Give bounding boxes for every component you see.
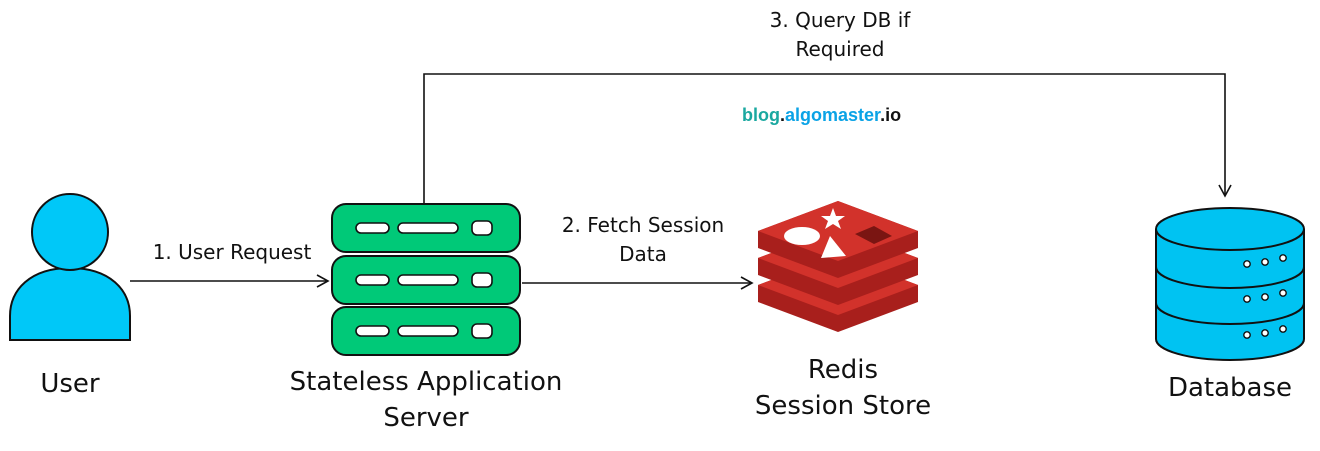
app-server-label-line1: Stateless Application [289, 367, 563, 397]
redis-label-line1: Redis [807, 355, 879, 385]
database-label: Database [1167, 373, 1293, 403]
user-label: User [40, 369, 100, 399]
fetch-session-label-line2: Data [619, 242, 667, 266]
fetch-session-label: 2. Fetch Session Data [528, 211, 758, 269]
app-server-label: Stateless Application Server [256, 364, 596, 436]
redis-label: Redis Session Store [728, 352, 958, 424]
server-icon [331, 203, 521, 356]
user-icon [9, 193, 131, 341]
watermark-part3: io [885, 105, 902, 125]
query-db-label: 3. Query DB if Required [720, 6, 960, 64]
query-db-label-line2: Required [795, 37, 885, 61]
redis-icon [758, 201, 918, 332]
database-icon [1155, 207, 1305, 361]
watermark-dot1: . [780, 105, 786, 125]
query-db-arrow [423, 73, 1232, 203]
watermark-part2: algomaster [785, 105, 881, 125]
query-db-label-line1: 3. Query DB if [769, 8, 911, 32]
user-request-label: 1. User Request [152, 240, 312, 264]
watermark-part1: blog [742, 105, 780, 125]
fetch-session-label-line1: 2. Fetch Session [561, 213, 725, 237]
watermark-dot2: . [880, 105, 886, 125]
app-server-label-line2: Server [383, 403, 469, 433]
redis-label-line2: Session Store [754, 391, 932, 421]
watermark: blog.algomaster.io [742, 104, 901, 126]
